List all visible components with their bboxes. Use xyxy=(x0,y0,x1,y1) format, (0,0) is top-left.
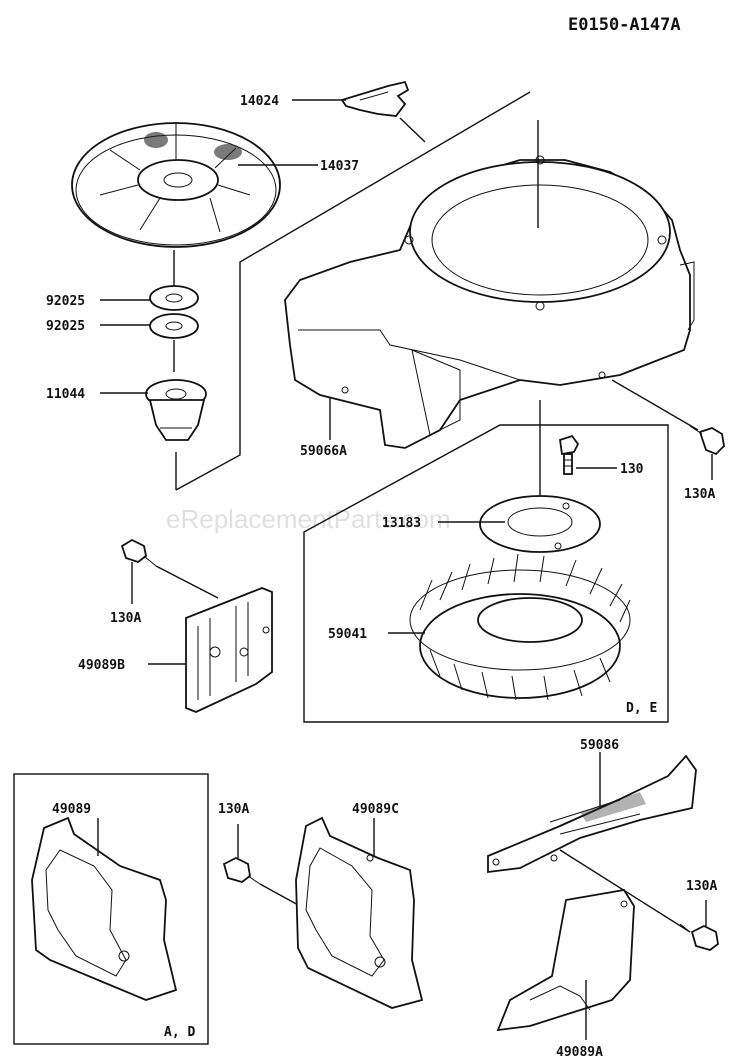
part-14024-cap[interactable] xyxy=(340,80,410,117)
callout-130A-left[interactable]: 130A xyxy=(110,611,141,626)
part-49089C-cover[interactable] xyxy=(295,816,424,1009)
callout-130[interactable]: 130 xyxy=(620,462,644,477)
frame-box-cover xyxy=(13,773,209,1045)
callout-59066A[interactable]: 59066A xyxy=(300,444,347,459)
callout-130A-right[interactable]: 130A xyxy=(684,487,715,502)
part-14037-screen[interactable] xyxy=(71,122,281,248)
callout-49089A[interactable]: 49089A xyxy=(556,1045,603,1060)
diagram-code: E0150-A147A xyxy=(568,15,681,35)
callout-49089B[interactable]: 49089B xyxy=(78,658,125,673)
callout-130A-lower[interactable]: 130A xyxy=(686,879,717,894)
part-59066A-blower-housing[interactable] xyxy=(284,155,695,449)
box-note-cover: A, D xyxy=(164,1025,195,1040)
frame-line-screen-stack xyxy=(175,91,531,491)
callout-59086[interactable]: 59086 xyxy=(580,738,619,753)
part-49089A-plate[interactable] xyxy=(496,889,635,1032)
callout-59041[interactable]: 59041 xyxy=(328,627,367,642)
part-59086-guide[interactable] xyxy=(487,754,697,874)
part-130A-bolt-right[interactable] xyxy=(689,425,725,456)
callout-92025-lower[interactable]: 92025 xyxy=(46,319,85,334)
part-130A-bolt-mid[interactable] xyxy=(222,856,261,885)
callout-130A-mid[interactable]: 130A xyxy=(218,802,249,817)
callout-92025-upper[interactable]: 92025 xyxy=(46,294,85,309)
callout-49089C[interactable]: 49089C xyxy=(352,802,399,817)
callout-14024[interactable]: 14024 xyxy=(240,94,279,109)
part-130A-bolt-left[interactable] xyxy=(120,538,157,567)
part-92025-spacer-upper[interactable] xyxy=(149,285,199,311)
part-11044-hub[interactable] xyxy=(145,379,207,441)
callout-49089[interactable]: 49089 xyxy=(52,802,91,817)
part-13183-plate[interactable] xyxy=(479,495,601,553)
ref-line-130A-right xyxy=(611,379,699,431)
box-note-flywheel: D, E xyxy=(626,701,657,716)
part-49089-cover[interactable] xyxy=(31,816,178,1001)
callout-14037[interactable]: 14037 xyxy=(320,159,359,174)
part-49089B-baffle[interactable] xyxy=(185,587,273,713)
part-130A-bolt-lower[interactable] xyxy=(679,923,719,951)
ref-line-130A-mid xyxy=(259,883,301,907)
part-130-bolt[interactable] xyxy=(559,434,580,475)
callout-11044[interactable]: 11044 xyxy=(46,387,85,402)
part-92025-spacer-lower[interactable] xyxy=(149,313,199,339)
ref-line-130A-left xyxy=(155,565,219,599)
callout-13183[interactable]: 13183 xyxy=(382,516,421,531)
ref-line-14024 xyxy=(399,117,426,143)
frame-box-flywheel xyxy=(303,424,669,723)
part-59041-fan[interactable] xyxy=(409,553,631,701)
